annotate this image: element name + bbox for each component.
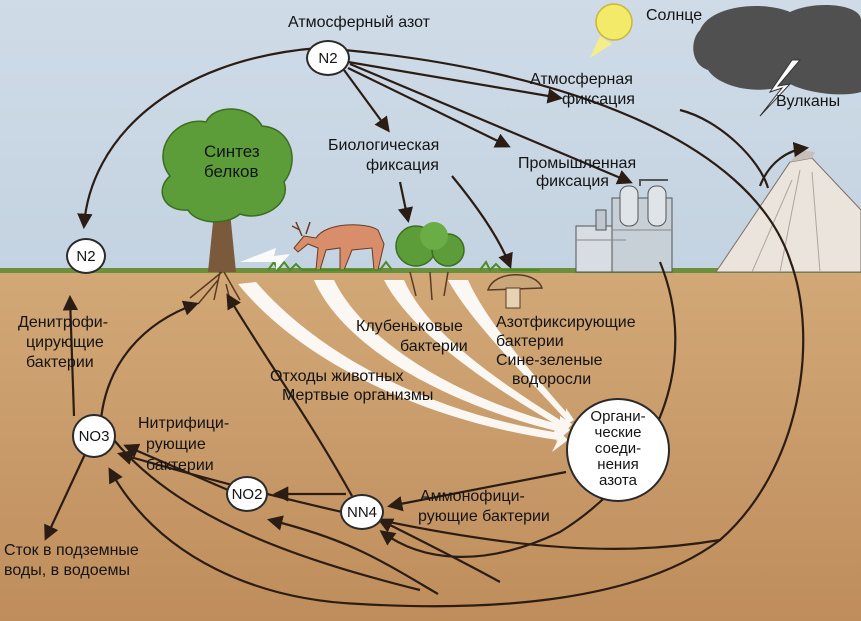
denitrifying-bacteria-label-3: бактерии (26, 354, 94, 371)
ground-line (0, 268, 861, 273)
factory-icon (575, 179, 673, 273)
animal-waste-label: Отходы животных (270, 368, 404, 385)
blue-green-algae-label-1: Сине-зеленые (496, 352, 603, 369)
organic-label-4: нения (597, 456, 639, 473)
nitrifying-bacteria-label-1: Нитрифици- (138, 415, 230, 432)
n2-node-left: N2 (66, 238, 106, 274)
organic-label-1: Органи- (590, 408, 646, 425)
biological-fixation-label-1: Биологическая (328, 137, 440, 154)
atmospheric-fixation-label-1: Атмосферная (530, 71, 633, 88)
nitrogen-fixing-bacteria-label-1: Азотфиксирующие (496, 314, 636, 331)
bacteria-cluster-icon (486, 274, 544, 309)
runoff-label-1: Сток в подземные (4, 542, 139, 559)
tree-icon (161, 108, 293, 272)
ammonifying-bacteria-label-1: Аммонофици- (420, 488, 525, 505)
runoff-label-2: воды, в водоемы (4, 562, 131, 579)
nodule-bacteria-label-1: Клубеньковые (356, 318, 463, 335)
nitrogen-fixing-bacteria-label-2: бактерии (496, 333, 564, 350)
atmospheric-fixation-label-2: фиксация (562, 91, 635, 108)
waste-flow-arrows (238, 248, 574, 452)
no3-node: NO3 (72, 414, 116, 458)
blue-green-algae-label-2: водоросли (512, 371, 592, 388)
organic-label-5: азота (599, 472, 637, 489)
protein-synthesis-label-1: Синтез (204, 142, 260, 161)
nodule-bacteria-label-2: бактерии (400, 338, 468, 355)
denitrifying-bacteria-label-2: цирующие (26, 334, 104, 351)
denitrifying-bacteria-label-1: Денитрофи- (18, 314, 109, 331)
n2-node-top: N2 (306, 40, 350, 76)
ammonifying-bacteria-label-2: рующие бактерии (418, 508, 550, 525)
protein-synthesis-label-2: белков (204, 162, 259, 181)
storm-cloud-icon (693, 5, 861, 117)
organic-label-2: ческие (594, 424, 642, 441)
industrial-fixation-label-1: Промышленная (518, 155, 637, 172)
industrial-fixation-label-2: фиксация (536, 173, 609, 190)
organic-nitrogen-compounds-node: Органи- ческие соеди- нения азота (566, 398, 670, 502)
organic-label-3: соеди- (594, 440, 642, 457)
atmospheric-nitrogen-label: Атмосферный азот (288, 14, 430, 31)
shrub-icon (395, 222, 465, 301)
tree-roots-icon (189, 271, 241, 309)
dead-organisms-label: Мертвые организмы (282, 387, 434, 404)
nitrifying-bacteria-label-2: рующие (146, 436, 206, 453)
biological-fixation-label-2: фиксация (366, 157, 439, 174)
nn4-node: NN4 (340, 494, 384, 530)
no2-node: NO2 (226, 476, 268, 512)
volcanoes-label: Вулканы (776, 93, 841, 110)
nitrifying-bacteria-label-3: бактерии (146, 457, 214, 474)
sun-icon (590, 3, 633, 58)
sun-label: Солнце (646, 7, 703, 24)
